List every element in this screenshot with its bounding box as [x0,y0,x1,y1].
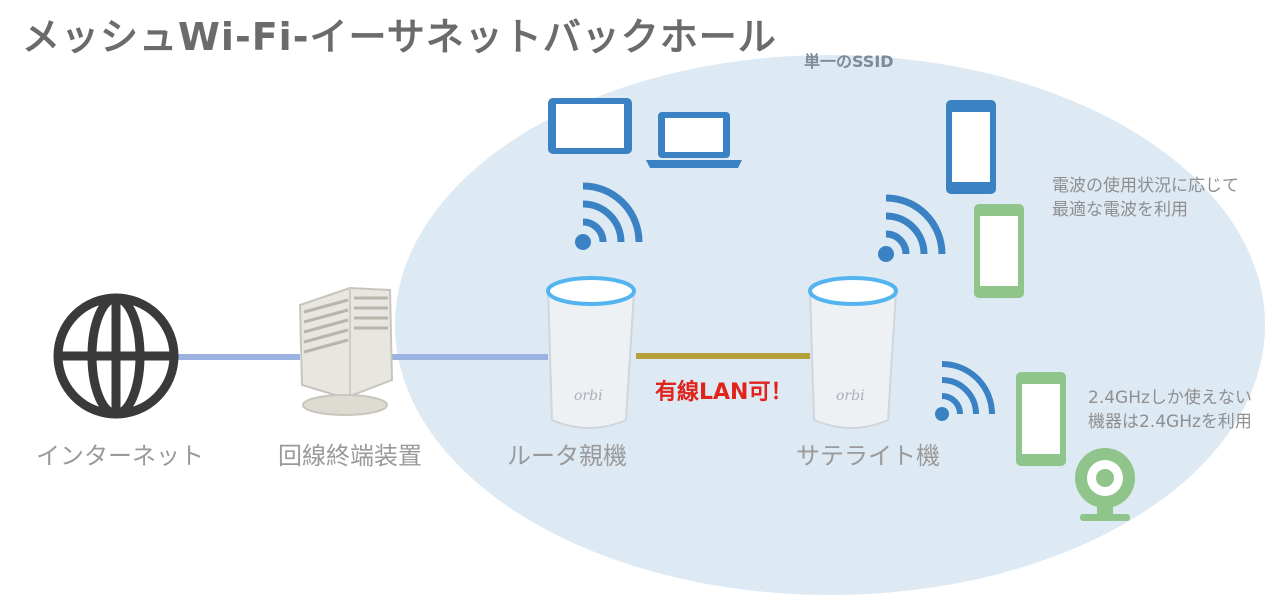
smartphone-icon-green-bottom [1016,372,1066,466]
band-steering-note: 電波の使用状況に応じて 最適な電波を利用 [1052,174,1239,222]
router-brand-label: orbi [574,388,603,404]
wifi-icon-satellite-top [878,194,946,262]
wifi-icon-satellite-bottom [935,361,995,421]
onu-label: 回線終端装置 [278,442,422,470]
tablet-icon [548,98,632,154]
legacy-24ghz-note-line-2: 機器は2.4GHzを利用 [1088,412,1252,432]
wired-lan-label: 有線LAN可！ [655,380,793,405]
smartphone-icon-green-top [974,204,1024,298]
band-steering-note-line-1: 電波の使用状況に応じて [1052,176,1239,196]
legacy-24ghz-note: 2.4GHzしか使えない 機器は2.4GHzを利用 [1088,386,1252,434]
laptop-icon [646,112,742,168]
router-device-icon [546,276,636,429]
router-label: ルータ親機 [507,442,627,470]
satellite-device-icon [808,276,898,429]
smartphone-icon-blue [946,100,996,194]
onu-device-icon [298,286,394,416]
internet-label: インターネット [36,442,204,470]
wifi-icon-router [575,182,643,250]
ssid-label: 単一のSSID [804,52,894,71]
band-steering-note-line-2: 最適な電波を利用 [1052,200,1188,220]
satellite-brand-label: orbi [836,388,865,404]
legacy-24ghz-note-line-1: 2.4GHzしか使えない [1088,388,1252,408]
globe-icon [53,293,179,419]
satellite-label: サテライト機 [796,442,940,470]
diagram-title: メッシュWi-Fi-イーサネットバックホール [22,15,777,59]
webcam-icon [1075,448,1135,521]
